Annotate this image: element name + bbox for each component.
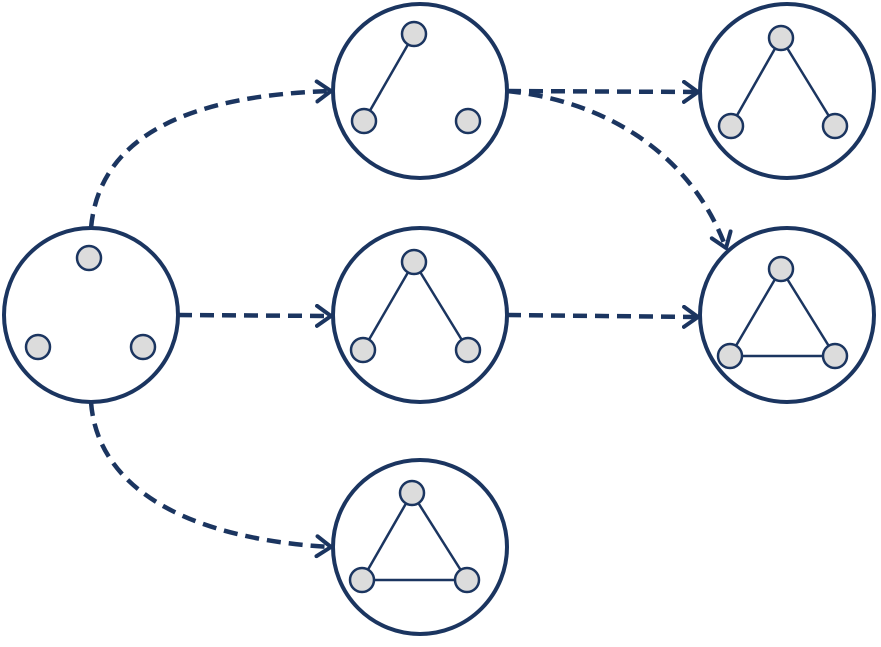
state-circle	[2, 226, 180, 404]
transition-arrow-s0-to-s1a	[88, 79, 333, 229]
state-s1a	[331, 2, 509, 180]
graph-node	[400, 20, 428, 48]
graph-node	[821, 342, 849, 370]
state-circle	[698, 226, 876, 404]
graph-node	[348, 566, 376, 594]
graph-node	[767, 255, 795, 283]
graph-node	[717, 112, 745, 140]
transitions-group	[88, 79, 733, 559]
graph-node	[398, 479, 426, 507]
graph-node	[349, 336, 377, 364]
graph-node	[400, 248, 428, 276]
graph-edge	[362, 33, 416, 122]
state-s2b	[698, 226, 876, 404]
state-s1b	[331, 226, 509, 404]
transition-arrow-s1a-to-s2b	[506, 88, 733, 250]
state-s2a	[698, 2, 876, 180]
transition-arrow-s1b-to-s2b	[506, 304, 700, 329]
graph-node	[767, 24, 795, 52]
graph-node	[454, 107, 482, 135]
graph-node	[453, 566, 481, 594]
graph-node	[716, 342, 744, 370]
graph-node	[75, 244, 103, 272]
graph-edge	[779, 37, 837, 127]
graph-edge	[412, 261, 470, 351]
graph-node	[129, 333, 157, 361]
graph-node	[821, 112, 849, 140]
transition-arrow-s1a-to-s2a	[506, 79, 700, 104]
state-s0	[2, 226, 180, 404]
graph-node	[350, 107, 378, 135]
transition-arrow-s0-to-s1b	[177, 303, 333, 328]
graph-edge	[360, 492, 414, 581]
graph-edge	[729, 37, 783, 127]
state-circle	[331, 2, 509, 180]
state-s1c	[331, 458, 509, 636]
graph-node	[454, 336, 482, 364]
graph-edge	[779, 268, 837, 357]
transition-arrow-s0-to-s1c	[88, 401, 333, 559]
states-group	[2, 2, 876, 636]
graph-node	[24, 333, 52, 361]
graph-edge	[410, 492, 469, 581]
graph-edge	[728, 268, 783, 357]
graph-edge	[361, 261, 416, 351]
